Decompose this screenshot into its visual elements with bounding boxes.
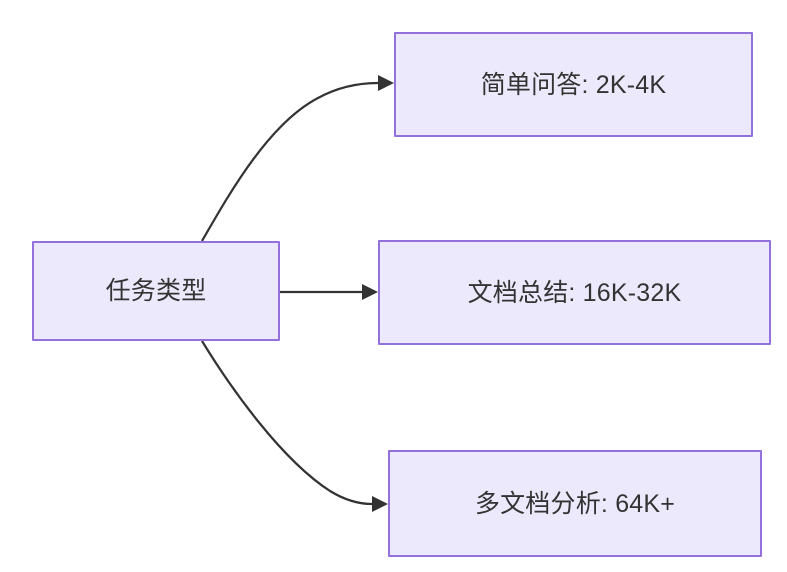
edge-root-to-simple-qa — [201, 75, 394, 242]
node-simple-qa-label: 简单问答: 2K-4K — [480, 70, 667, 99]
edge-root-to-multi-doc-path — [201, 340, 373, 506]
node-task-type[interactable]: 任务类型 — [32, 241, 280, 341]
edge-root-to-simple-qa-arrowhead — [378, 75, 394, 91]
node-multi-doc[interactable]: 多文档分析: 64K+ — [388, 450, 762, 557]
node-simple-qa[interactable]: 简单问答: 2K-4K — [394, 32, 753, 137]
node-doc-summary[interactable]: 文档总结: 16K-32K — [378, 240, 771, 345]
node-task-type-label: 任务类型 — [105, 277, 207, 305]
edge-root-to-multi-doc-arrowhead — [372, 496, 388, 512]
node-doc-summary-label: 文档总结: 16K-32K — [467, 278, 682, 307]
edge-root-to-doc-summary — [280, 284, 378, 300]
edge-root-to-multi-doc — [201, 340, 388, 512]
edge-root-to-doc-summary-arrowhead — [362, 284, 378, 300]
node-multi-doc-label: 多文档分析: 64K+ — [474, 489, 676, 518]
edge-root-to-simple-qa-path — [201, 81, 379, 242]
